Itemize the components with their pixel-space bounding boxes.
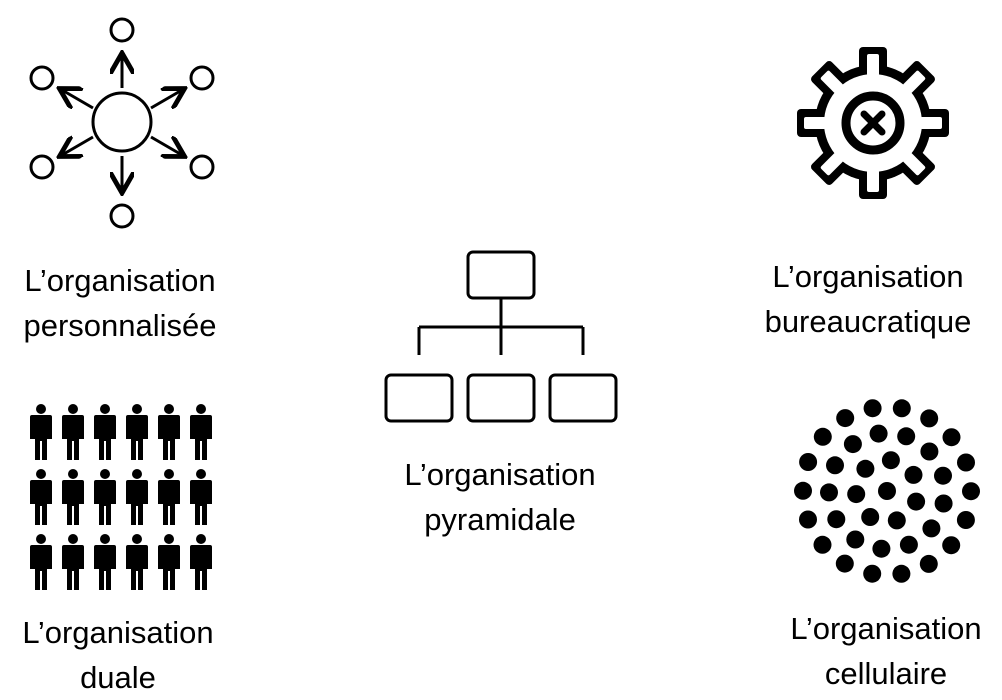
cell-dot	[904, 465, 923, 484]
cell-dot	[846, 530, 865, 549]
cell-dot	[813, 535, 832, 554]
cell-dot	[922, 519, 941, 538]
cell-dot	[887, 511, 906, 530]
person-icon	[190, 404, 212, 460]
label-pyramidale: L’organisation pyramidale	[380, 452, 620, 542]
cell-dot	[872, 539, 891, 558]
person-icon	[190, 469, 212, 525]
cell-dot	[920, 409, 939, 428]
label-line1: L’organisation	[404, 457, 596, 492]
cell-dot	[892, 399, 911, 418]
cell-dot	[942, 536, 961, 555]
label-line1: L’organisation	[790, 611, 982, 646]
cell-dot	[956, 511, 975, 529]
cell-dot	[881, 451, 900, 470]
cell-dot	[957, 453, 975, 472]
cell-dot	[863, 399, 882, 418]
person-icon	[62, 534, 84, 590]
cell-dot	[897, 427, 916, 446]
person-icon	[62, 469, 84, 525]
label-line1: L’organisation	[24, 263, 216, 298]
cell-dot	[799, 510, 817, 529]
person-icon	[158, 404, 180, 460]
cell-dot	[899, 535, 918, 554]
cell-dot	[942, 428, 961, 447]
person-icon	[30, 404, 52, 460]
label-cellulaire: L’organisation cellulaire	[766, 606, 1002, 696]
person-icon	[62, 404, 84, 460]
cell-dot	[826, 456, 844, 475]
person-icon	[94, 534, 116, 590]
person-icon	[126, 404, 148, 460]
label-bureaucratique: L’organisation bureaucratique	[748, 254, 988, 344]
label-line2: duale	[80, 660, 156, 695]
cell-dot	[856, 459, 875, 478]
cell-dot	[962, 482, 980, 501]
cell-dot	[892, 564, 911, 583]
cell-dot	[847, 485, 866, 504]
cell-dot	[878, 482, 896, 500]
label-line2: bureaucratique	[764, 304, 972, 339]
person-icon	[158, 534, 180, 590]
cell-dot	[820, 483, 838, 502]
cell-dot	[919, 554, 938, 573]
network-hub-icon	[29, 17, 215, 229]
label-line1: L’organisation	[772, 259, 964, 294]
person-icon	[94, 469, 116, 525]
cell-dot	[907, 492, 926, 511]
cell-dot	[835, 554, 854, 573]
cell-dot	[799, 453, 818, 471]
cell-dot	[863, 564, 882, 583]
cell-dot	[836, 409, 855, 428]
label-line1: L’organisation	[22, 615, 214, 650]
cell-dot	[827, 510, 846, 529]
label-duale: L’organisation duale	[0, 610, 238, 700]
cell-dot	[843, 435, 862, 454]
person-icon	[158, 469, 180, 525]
person-icon	[30, 469, 52, 525]
cell-dot	[934, 466, 952, 485]
person-icon	[126, 534, 148, 590]
label-line2: personnalisée	[23, 308, 217, 343]
dot-cluster-icon	[794, 399, 980, 583]
people-grid-icon	[30, 404, 212, 590]
person-icon	[30, 534, 52, 590]
cell-dot	[920, 442, 939, 461]
gear-cross-icon	[797, 47, 949, 199]
person-icon	[126, 469, 148, 525]
cell-dot	[861, 508, 880, 526]
label-personnalisee: L’organisation personnalisée	[0, 258, 240, 348]
person-icon	[190, 534, 212, 590]
cell-dot	[794, 481, 812, 500]
org-chart-icon	[384, 250, 618, 423]
person-icon	[94, 404, 116, 460]
cell-dot	[934, 494, 953, 513]
label-line2: cellulaire	[824, 656, 948, 691]
cell-dot	[869, 424, 888, 443]
cell-dot	[813, 427, 832, 446]
label-line2: pyramidale	[424, 502, 576, 537]
